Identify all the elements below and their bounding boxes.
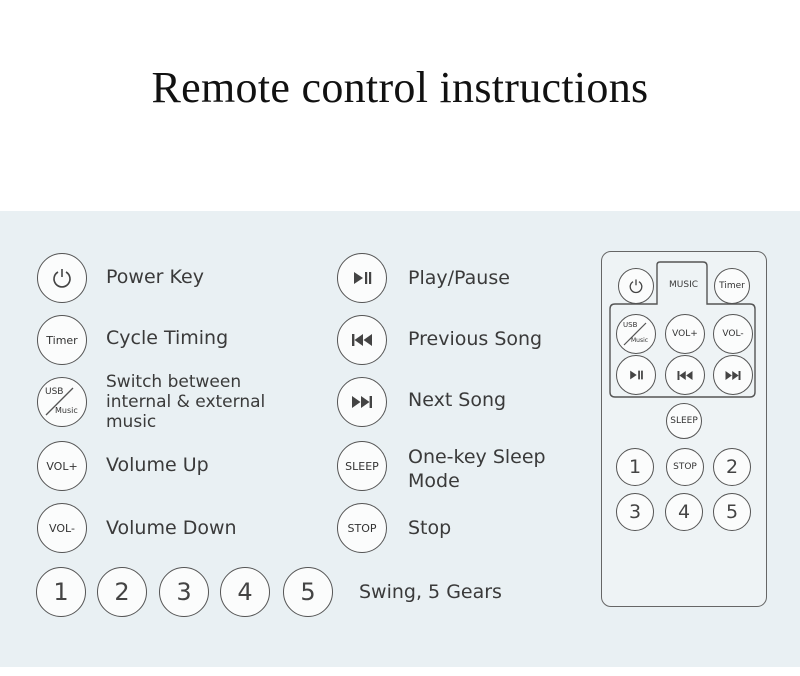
sleep-mode-line-1: One-key Sleep: [408, 446, 546, 468]
remote-usb-music-button: USB Music: [616, 314, 656, 354]
sleep-mode-label: One-key Sleep Mode: [408, 445, 546, 493]
stop-button: STOP: [337, 503, 387, 553]
power-button: [37, 253, 87, 303]
remote-stop-button: STOP: [666, 448, 704, 486]
remote-sleep-text: SLEEP: [670, 416, 698, 426]
remote-next-button: [713, 355, 753, 395]
remote-music-label: MUSIC: [669, 280, 699, 290]
vol-up-button: VOL+: [37, 441, 87, 491]
switch-music-label: Switch between internal & external music: [106, 372, 265, 432]
gear-3-text: 3: [176, 578, 192, 606]
usb-text: USB: [45, 387, 64, 397]
remote-power-icon: [628, 278, 644, 294]
sleep-button: SLEEP: [337, 441, 387, 491]
gear-5-button: 5: [283, 567, 333, 617]
gears-label: Swing, 5 Gears: [359, 581, 502, 603]
vol-up-text: VOL+: [46, 459, 78, 473]
music-group-outline: [609, 261, 757, 399]
remote-num-5-text: 5: [725, 501, 739, 523]
remote-num-1-text: 1: [628, 456, 642, 478]
remote-vol-down-text: VOL-: [722, 329, 744, 339]
remote-usb-text: USB: [623, 321, 638, 329]
vol-down-button: VOL-: [37, 503, 87, 553]
volume-up-label: Volume Up: [106, 454, 209, 476]
switch-music-line-2: internal & external: [106, 392, 266, 412]
music-text: Music: [55, 406, 78, 415]
usb-music-button: USB Music: [37, 377, 87, 427]
gear-2-button: 2: [97, 567, 147, 617]
remote-num-3-text: 3: [628, 501, 642, 523]
remote-num-1-button: 1: [616, 448, 654, 486]
gear-5-text: 5: [300, 578, 316, 606]
stop-text: STOP: [347, 521, 377, 535]
sleep-mode-line-2: Mode: [408, 470, 460, 492]
remote-play-pause-icon: [628, 369, 644, 381]
remote-illustration: MUSIC Timer USB Music VOL+ VOL- SLEEP 1 …: [601, 251, 767, 607]
remote-num-2-text: 2: [725, 456, 739, 478]
remote-previous-icon: [676, 370, 694, 381]
remote-vol-up-text: VOL+: [672, 329, 698, 339]
play-pause-icon: [351, 270, 373, 286]
remote-music-text: Music: [631, 337, 649, 344]
next-icon: [350, 395, 374, 409]
previous-button: [337, 315, 387, 365]
remote-num-3-button: 3: [616, 493, 654, 531]
gear-4-text: 4: [237, 578, 253, 606]
remote-timer-text: Timer: [719, 281, 745, 291]
timer-button: Timer: [37, 315, 87, 365]
power-key-label: Power Key: [106, 266, 204, 288]
power-icon: [51, 267, 73, 289]
stop-label: Stop: [408, 517, 452, 539]
gear-4-button: 4: [220, 567, 270, 617]
remote-timer-button: Timer: [714, 268, 750, 304]
remote-previous-button: [665, 355, 705, 395]
play-pause-label: Play/Pause: [408, 267, 510, 289]
remote-num-4-text: 4: [677, 501, 691, 523]
page-title: Remote control instructions: [151, 63, 649, 112]
remote-vol-down-button: VOL-: [713, 314, 753, 354]
vol-down-text: VOL-: [49, 521, 75, 535]
remote-sleep-button: SLEEP: [666, 403, 702, 439]
cycle-timing-label: Cycle Timing: [106, 327, 229, 349]
remote-num-2-button: 2: [713, 448, 751, 486]
remote-num-4-button: 4: [665, 493, 703, 531]
remote-stop-text: STOP: [673, 462, 697, 472]
timer-button-text: Timer: [46, 333, 78, 347]
remote-num-5-button: 5: [713, 493, 751, 531]
play-pause-button: [337, 253, 387, 303]
gear-1-text: 1: [53, 578, 69, 606]
switch-music-line-3: music: [106, 412, 157, 432]
gear-3-button: 3: [159, 567, 209, 617]
sleep-text: SLEEP: [345, 459, 379, 473]
gear-2-text: 2: [114, 578, 130, 606]
previous-song-label: Previous Song: [408, 328, 543, 350]
remote-next-icon: [724, 370, 742, 381]
volume-down-label: Volume Down: [106, 517, 237, 539]
previous-icon: [350, 333, 374, 347]
next-song-label: Next Song: [408, 389, 507, 411]
switch-music-line-1: Switch between: [106, 372, 242, 392]
remote-play-pause-button: [616, 355, 656, 395]
remote-vol-up-button: VOL+: [665, 314, 705, 354]
remote-power-button: [618, 268, 654, 304]
gear-1-button: 1: [36, 567, 86, 617]
next-button: [337, 377, 387, 427]
